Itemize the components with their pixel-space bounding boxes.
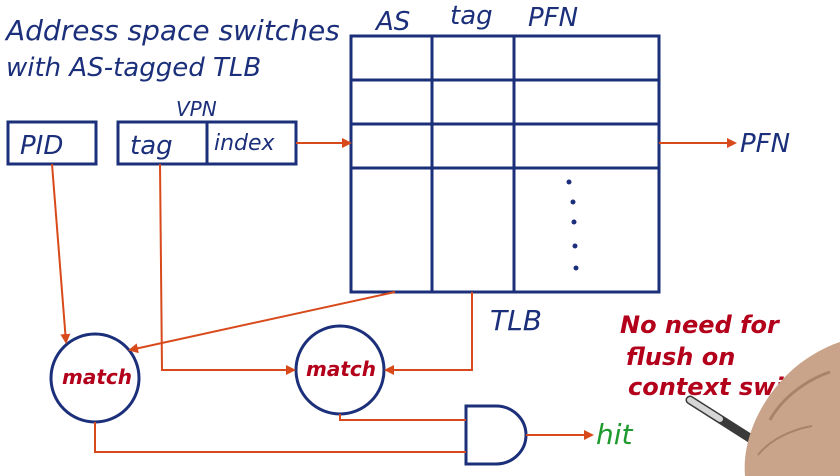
tlb-header-as: AS: [374, 7, 410, 37]
match-label-as: match: [62, 365, 132, 389]
arrow-tlb-as-to-match: [128, 291, 396, 354]
pid-label: PID: [20, 131, 63, 161]
and-gate: [464, 404, 528, 466]
note-line-2: flush on: [626, 343, 735, 371]
title-line-2: with AS-tagged TLB: [6, 53, 261, 83]
wire-match-tag-to-gate: [339, 414, 466, 421]
wire-match-as-to-gate: [94, 422, 466, 453]
vpn-label: VPN: [176, 97, 217, 121]
vpn-index-field: index: [214, 131, 276, 156]
title-line-1: Address space switches: [4, 14, 340, 47]
output-pfn-label: PFN: [740, 129, 790, 159]
arrow-pid-to-match: [51, 163, 71, 344]
tlb-label: TLB: [490, 304, 542, 337]
tlb-table: [349, 34, 661, 294]
arrow-tlb-tag-to-match: [384, 292, 473, 375]
hand-with-pen-image: [685, 342, 840, 476]
vpn-tag-field: tag: [130, 131, 173, 161]
note-line-1: No need for: [620, 311, 781, 339]
hit-label: hit: [596, 418, 634, 451]
tlb-more-rows-dots: [566, 179, 579, 271]
tlb-header-tag: tag: [450, 1, 493, 31]
arrow-vpn-tag-to-match: [159, 163, 296, 375]
match-label-tag: match: [306, 357, 376, 381]
tlb-header-pfn: PFN: [528, 3, 578, 33]
